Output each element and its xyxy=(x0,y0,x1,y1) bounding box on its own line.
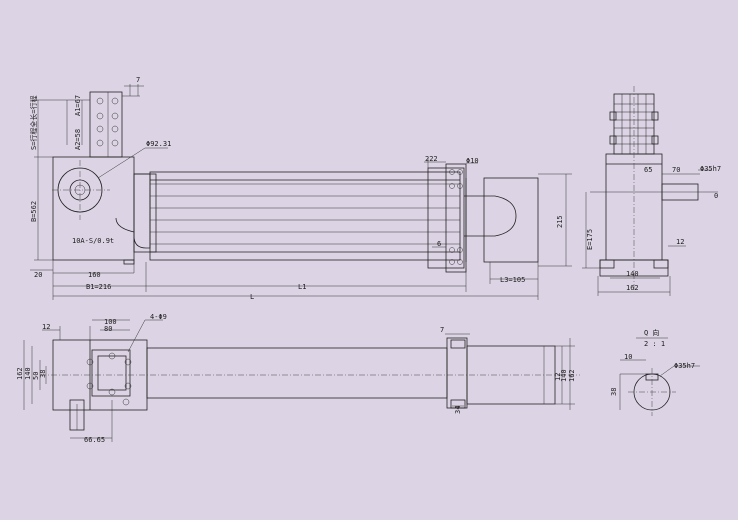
carriage-block xyxy=(133,173,151,249)
label-e175: E=175 xyxy=(586,229,594,250)
label-160: 160 xyxy=(88,271,101,279)
label-a2: A2=58 xyxy=(74,129,82,150)
label-222: 222 xyxy=(425,155,438,163)
label-34: 34 xyxy=(454,406,462,414)
label-140-right: 140 xyxy=(626,270,639,278)
label-38: 38 xyxy=(39,370,47,378)
label-80: 80 xyxy=(104,325,112,333)
label-100: 100 xyxy=(104,318,117,326)
label-12-bottom: 12 xyxy=(42,323,50,331)
label-140-bottom-right: 140 xyxy=(560,369,568,382)
label-140-left: 140 xyxy=(24,367,32,380)
label-phi35-detail: Φ35h7 xyxy=(674,362,695,370)
label-l3: L3=105 xyxy=(500,276,525,284)
section-scale: 2 : 1 xyxy=(644,340,665,348)
label-s-note: S=行程全长=行程 xyxy=(29,95,38,150)
top-end-block xyxy=(466,345,556,405)
slider-end xyxy=(464,195,517,237)
label-65: 65 xyxy=(644,166,652,174)
section-title: Q 向 xyxy=(644,328,659,337)
label-phi92: Φ92.31 xyxy=(146,140,171,148)
label-215: 215 xyxy=(556,215,564,228)
label-10: 10 xyxy=(624,353,632,361)
section-detail xyxy=(619,337,700,416)
label-a1: A1=67 xyxy=(74,95,82,116)
label-L: L xyxy=(250,293,254,301)
label-50: 50 xyxy=(32,372,40,380)
label-load: 10A-S/0.9t xyxy=(72,237,114,245)
label-12-bottom-right: 12 xyxy=(554,373,562,381)
top-view xyxy=(23,319,580,442)
label-162-right: 162 xyxy=(626,284,639,292)
side-view xyxy=(582,86,718,296)
label-12-right: 12 xyxy=(676,238,684,246)
label-6: 6 xyxy=(437,240,441,248)
label-L1: L1 xyxy=(298,283,306,291)
label-162-left: 162 xyxy=(16,367,24,380)
front-view xyxy=(30,84,572,300)
label-phi10: Φ10 xyxy=(466,157,479,165)
rail-top xyxy=(146,347,448,399)
rail-body xyxy=(149,171,461,261)
label-b562: B=562 xyxy=(30,201,38,222)
label-0: 0 xyxy=(714,192,718,200)
label-b1: B1=216 xyxy=(86,283,111,291)
label-phi35-right: Φ35h7 xyxy=(700,165,721,173)
label-7-bottom: 7 xyxy=(440,326,444,334)
label-7-top: 7 xyxy=(136,76,140,84)
bracket-top xyxy=(89,91,123,158)
label-20: 20 xyxy=(34,271,42,279)
label-holes: 4-Φ9 xyxy=(150,313,167,321)
label-38-detail: 38 xyxy=(610,388,618,396)
label-66: 66.65 xyxy=(84,436,105,444)
label-70: 70 xyxy=(672,166,680,174)
label-162-bottom-right: 162 xyxy=(568,369,576,382)
